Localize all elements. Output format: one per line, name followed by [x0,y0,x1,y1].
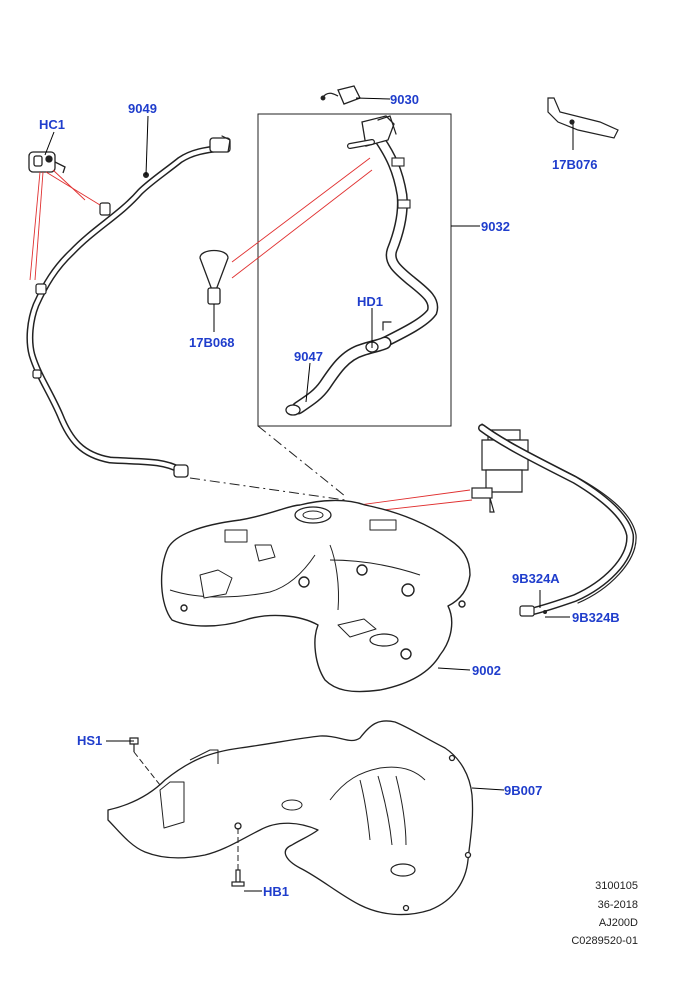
funnel-17b068 [199,249,229,305]
callout-9049[interactable]: 9049 [128,101,157,116]
callout-hc1[interactable]: HC1 [39,117,66,132]
callout-hs1[interactable]: HS1 [77,733,103,748]
footer-code-1: 3100105 [595,880,638,892]
callout-17b076[interactable]: 17B076 [552,157,598,172]
screw-hs1 [129,737,139,752]
callout-9002[interactable]: 9002 [472,663,501,678]
fuel-lines-9b324 [478,423,637,617]
callout-9b007[interactable]: 9B007 [504,783,543,798]
vent-line-9049 [26,135,231,478]
alignment-dash-lines [189,425,346,501]
callout-9b324b[interactable]: 9B324B [572,610,620,625]
hose-9047 [285,321,392,416]
callout-9047[interactable]: 9047 [294,349,323,364]
callout-9b324a[interactable]: 9B324A [512,571,560,586]
bolt-hb1 [231,869,245,887]
connector-9030 [320,85,361,105]
filler-neck-9032 [347,115,439,348]
heat-shield-9b007 [107,720,474,916]
footer-code-3: AJ200D [598,917,638,929]
bracket-17b076 [547,97,619,139]
clip-hc1 [28,151,66,174]
callout-9030[interactable]: 9030 [390,92,419,107]
hc1-reference-lines [29,169,101,281]
callout-17b068[interactable]: 17B068 [189,335,235,350]
fastener-dash-lines [133,751,239,870]
callout-hd1[interactable]: HD1 [357,294,384,309]
callout-9032[interactable]: 9032 [481,219,510,234]
funnel-reference-lines [231,157,373,279]
assembly-frame-9032 [257,113,452,427]
callout-hb1[interactable]: HB1 [263,884,290,899]
fuel-tank-9002 [160,499,471,693]
footer-code-2: 36-2018 [597,899,638,911]
callout-leader-lines [44,97,574,892]
footer-code-4: C0289520-01 [571,935,638,947]
